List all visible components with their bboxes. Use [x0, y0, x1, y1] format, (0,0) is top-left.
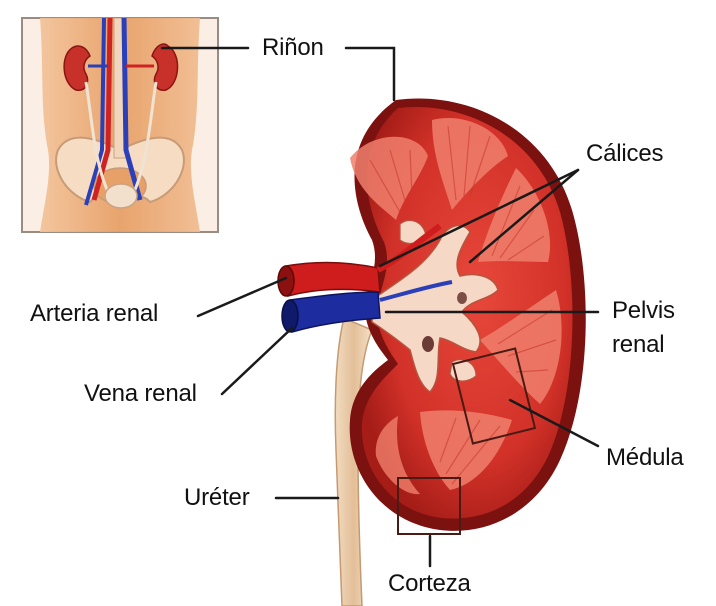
medulla-box — [451, 347, 537, 445]
torso-inset — [21, 17, 219, 233]
label-calices: Cálices — [586, 140, 664, 167]
leader-lines — [160, 46, 600, 568]
renal-vessels — [277, 223, 453, 333]
label-pelvis-renal-line2: renal — [612, 331, 665, 358]
label-rinon: Riñon — [262, 34, 324, 61]
label-arteria-renal: Arteria renal — [30, 300, 159, 327]
label-corteza: Corteza — [388, 570, 471, 597]
kidney-shape — [349, 98, 586, 531]
label-ureter: Uréter — [184, 484, 250, 511]
label-vena-renal: Vena renal — [84, 380, 197, 407]
label-pelvis-renal-line1: Pelvis — [612, 297, 675, 324]
label-medula: Médula — [606, 444, 684, 471]
cortex-box — [397, 477, 461, 535]
